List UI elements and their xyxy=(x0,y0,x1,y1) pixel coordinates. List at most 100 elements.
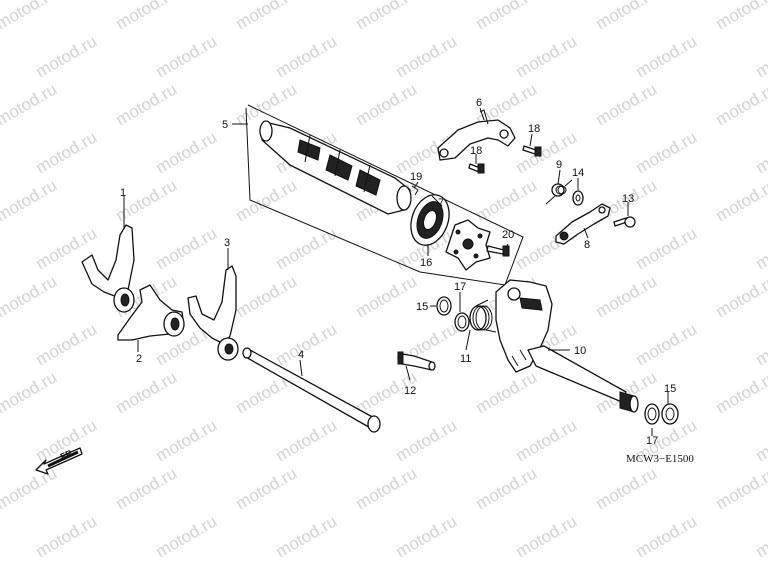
callout-13: 13 xyxy=(622,193,634,205)
drum-bearing xyxy=(410,194,450,246)
watermark-text: motod.ru xyxy=(593,271,661,321)
bolt-20 xyxy=(486,245,510,257)
watermark-text: motod.ru xyxy=(393,415,461,465)
callout-4: 4 xyxy=(298,349,304,361)
bolt-18a xyxy=(522,145,542,157)
shift-drum xyxy=(259,120,412,215)
watermark-text: motod.ru xyxy=(473,367,541,417)
watermark-text: motod.ru xyxy=(633,223,701,273)
pin-12 xyxy=(397,351,436,371)
watermark-text: motod.ru xyxy=(233,463,301,513)
callout-2: 2 xyxy=(136,353,142,365)
callout-12: 12 xyxy=(404,385,416,397)
watermark-text: motod.ru xyxy=(0,79,60,129)
watermark-text: motod.ru xyxy=(0,175,60,225)
watermark-text: motod.ru xyxy=(713,79,768,129)
watermark-text: motod.ru xyxy=(113,367,181,417)
watermark-text: motod.ru xyxy=(593,0,661,33)
callout-15-right: 15 xyxy=(664,383,676,395)
oil-seal-17-left xyxy=(454,312,470,332)
watermark-text: motod.ru xyxy=(753,511,768,561)
shift-fork-1 xyxy=(81,224,135,313)
watermark-text: motod.ru xyxy=(33,511,101,561)
oil-seal-17-right xyxy=(644,403,660,425)
diagram-code: MCW3−E1500 xyxy=(626,453,694,465)
callout-7: 7 xyxy=(438,197,444,209)
watermark-text: motod.ru xyxy=(353,271,421,321)
bolt-13 xyxy=(613,216,636,228)
watermark-text: motod.ru xyxy=(0,271,60,321)
callout-17-left: 17 xyxy=(454,281,466,293)
front-direction-marker: FR. xyxy=(35,447,83,475)
watermark-text: motod.ru xyxy=(33,319,101,369)
callout-8: 8 xyxy=(584,239,590,251)
watermark-text: motod.ru xyxy=(353,463,421,513)
watermark-text: motod.ru xyxy=(273,223,341,273)
watermark-text: motod.ru xyxy=(473,0,541,33)
callout-3: 3 xyxy=(224,237,230,249)
watermark-text: motod.ru xyxy=(0,463,60,513)
watermark-text: motod.ru xyxy=(473,463,541,513)
watermark-text: motod.ru xyxy=(393,31,461,81)
watermark-text: motod.ru xyxy=(513,415,581,465)
watermark-text: motod.ru xyxy=(753,319,768,369)
watermark-text: motod.ru xyxy=(0,0,60,33)
spring-9 xyxy=(545,179,573,205)
watermark-text: motod.ru xyxy=(633,127,701,177)
watermark-text: motod.ru xyxy=(233,271,301,321)
callout-11: 11 xyxy=(460,353,471,365)
callout-20: 20 xyxy=(502,229,514,241)
watermark-text: motod.ru xyxy=(113,175,181,225)
callout-1: 1 xyxy=(120,187,126,199)
bolt-18b xyxy=(468,163,485,174)
watermark-text: motod.ru xyxy=(153,415,221,465)
fork-shaft-4 xyxy=(242,347,381,433)
watermark-text: motod.ru xyxy=(633,319,701,369)
callout-16: 16 xyxy=(420,257,432,269)
watermark-text: motod.ru xyxy=(273,415,341,465)
watermark-text: motod.ru xyxy=(153,223,221,273)
washer-15-right xyxy=(661,403,679,425)
watermark-text: motod.ru xyxy=(393,511,461,561)
watermark-text: motod.ru xyxy=(0,367,60,417)
assembly-5-outline xyxy=(245,104,524,286)
gearshift-spindle-10 xyxy=(495,279,639,413)
callout-9: 9 xyxy=(556,159,562,171)
stopper-arm-8 xyxy=(555,203,611,245)
washer-15-left xyxy=(436,296,452,316)
watermark-text: motod.ru xyxy=(273,319,341,369)
watermark-text: motod.ru xyxy=(633,31,701,81)
watermark-text: motod.ru xyxy=(753,31,768,81)
watermark-text: motod.ru xyxy=(633,511,701,561)
shift-fork-3 xyxy=(187,265,239,361)
callout-19: 19 xyxy=(410,171,422,183)
watermark-text: motod.ru xyxy=(153,31,221,81)
watermark-text: motod.ru xyxy=(593,463,661,513)
watermark-text: motod.ru xyxy=(753,223,768,273)
callout-5: 5 xyxy=(222,119,228,131)
callout-10: 10 xyxy=(574,345,586,357)
callout-18b: 18 xyxy=(470,145,482,157)
watermark-text: motod.ru xyxy=(513,511,581,561)
callout-labels: 5 1 3 2 4 6 18 18 9 14 13 8 7 16 19 20 1… xyxy=(120,97,676,447)
watermark-text: motod.ru xyxy=(713,367,768,417)
watermark-text: motod.ru xyxy=(273,31,341,81)
watermark-text: motod.ru xyxy=(713,0,768,33)
watermark-text: motod.ru xyxy=(233,175,301,225)
watermark-text: motod.ru xyxy=(513,31,581,81)
watermark-text: motod.ru xyxy=(513,127,581,177)
watermark-text: motod.ru xyxy=(33,31,101,81)
shift-fork-2 xyxy=(117,284,185,341)
watermark-text: motod.ru xyxy=(713,175,768,225)
callout-14: 14 xyxy=(572,167,584,179)
watermark-text: motod.ru xyxy=(273,511,341,561)
leader-lines xyxy=(123,107,669,436)
callout-15-left: 15 xyxy=(416,301,428,313)
drum-center-plate xyxy=(445,219,491,271)
callout-6: 6 xyxy=(476,97,482,109)
callout-17-right: 17 xyxy=(646,435,658,447)
watermark-text: motod.ru xyxy=(153,511,221,561)
watermark-text: motod.ru xyxy=(753,415,768,465)
watermark-text: motod.ru xyxy=(33,127,101,177)
